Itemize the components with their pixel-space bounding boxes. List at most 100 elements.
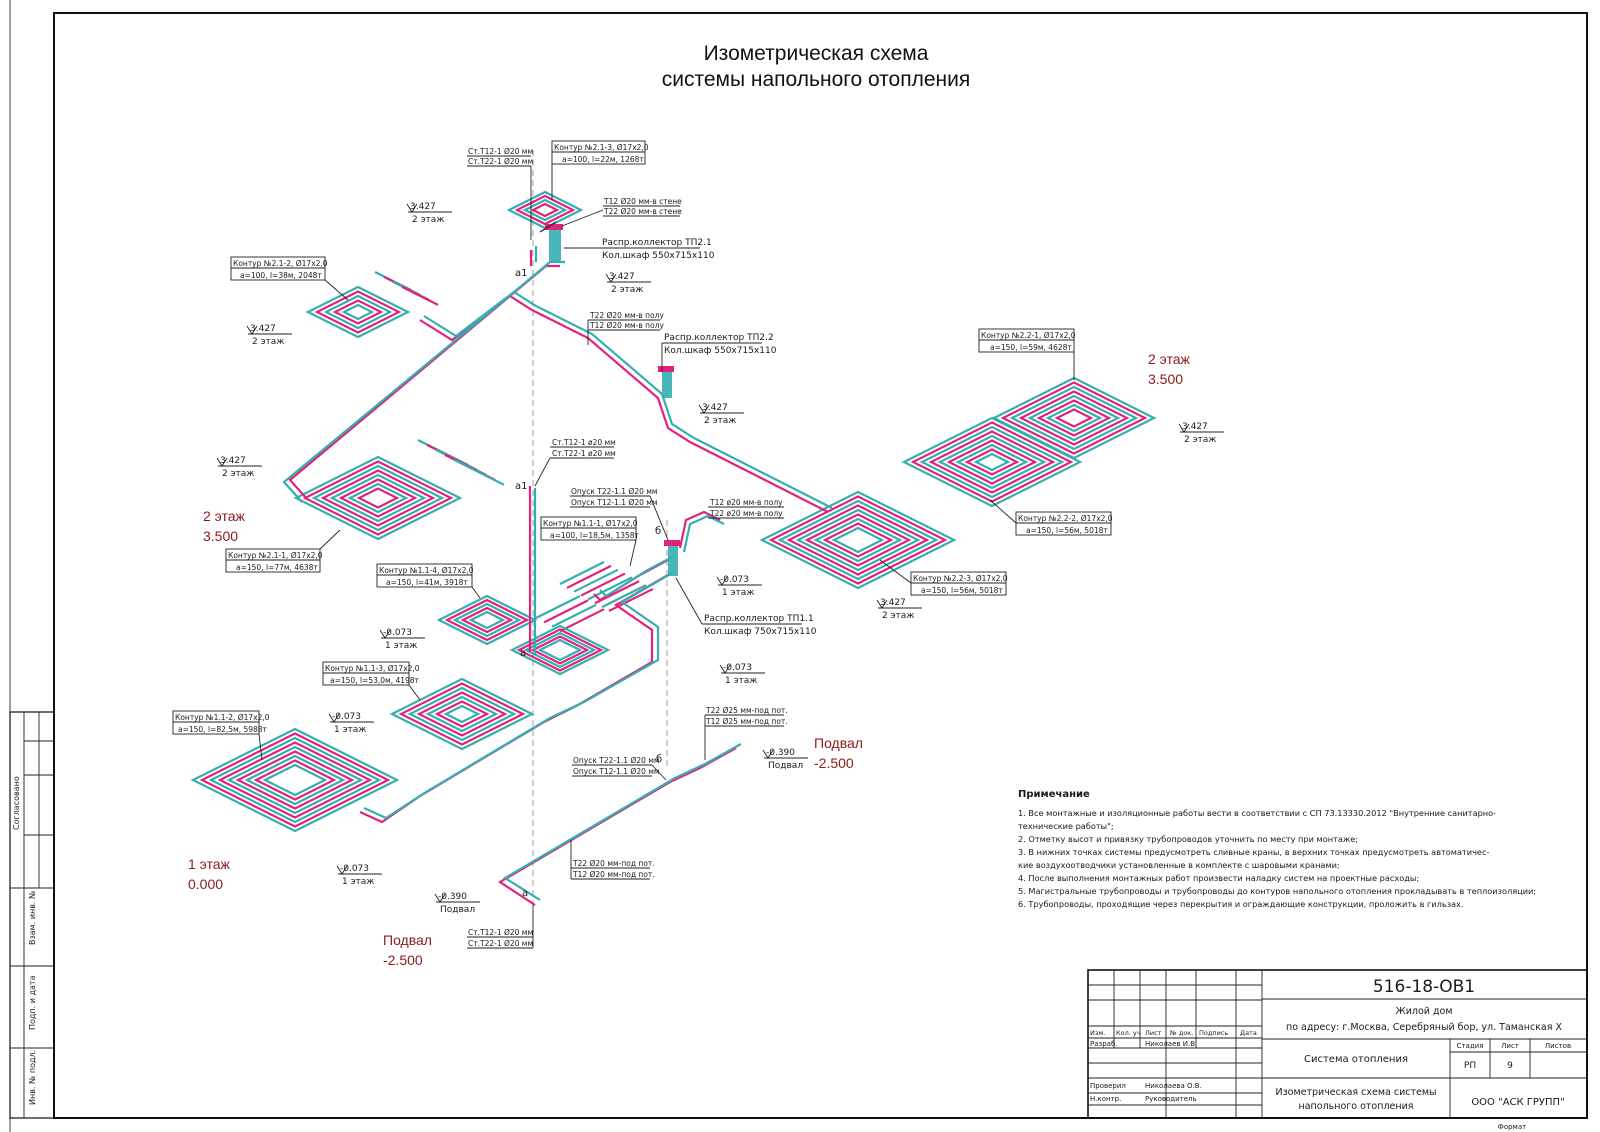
loop-1-1-4-ext	[535, 595, 605, 633]
stamp-system: Система отопления	[1304, 1054, 1408, 1065]
svg-text:-2.500: -2.500	[814, 755, 854, 771]
marker-a1-mid: а1	[515, 481, 528, 492]
svg-text:Ст.Т12-1 ø20 мм: Ст.Т12-1 ø20 мм	[552, 438, 616, 447]
svg-text:Подвал: Подвал	[383, 932, 432, 948]
svg-text:1 этаж: 1 этаж	[188, 856, 231, 872]
svg-text:a=150, l=56м, 5018т: a=150, l=56м, 5018т	[921, 586, 1003, 595]
title-line-1: Изометрическая схема	[704, 42, 929, 65]
note-line: 2. Отметку высот и привязку трубопроводо…	[1018, 834, 1358, 844]
loop-1-1-3	[389, 677, 535, 751]
svg-text:0.000: 0.000	[188, 876, 223, 892]
contour-box-1-1-4: Контур №1.1-4, Ø17х2,0 a=150, l=41м, 391…	[376, 563, 481, 599]
loop-2-2-2	[901, 416, 1083, 508]
svg-text:Ст.Т22-1 ø20 мм: Ст.Т22-1 ø20 мм	[552, 449, 616, 458]
pipe-return-lower	[363, 571, 675, 820]
stamp-h-doc: № док.	[1169, 1029, 1193, 1037]
side-stamp-agreed: Согласовано	[12, 776, 21, 830]
svg-text:Распр.коллектор ТП1.1: Распр.коллектор ТП1.1	[704, 614, 814, 624]
svg-text:2 этаж: 2 этаж	[252, 337, 284, 347]
stamp-h-count: Кол. уч	[1116, 1029, 1141, 1037]
svg-text:Т22 Ø25 мм-под пот.: Т22 Ø25 мм-под пот.	[705, 706, 788, 715]
elevation-mark-2-1-1: 3.427 2 этаж	[216, 456, 262, 479]
svg-text:1 этаж: 1 этаж	[342, 877, 374, 887]
title-line-2: системы напольного отопления	[662, 68, 971, 91]
stamp-format: Формат	[1498, 1123, 1526, 1131]
pipe-return-2-1-1	[282, 291, 515, 503]
svg-text:Т12 Ø25 мм-под пот.: Т12 Ø25 мм-под пот.	[705, 717, 788, 726]
marker-b-bottom: б	[656, 754, 662, 765]
stamp-sheet-header: Лист	[1501, 1042, 1519, 1050]
svg-text:3.427: 3.427	[250, 324, 276, 334]
contour-box-2-2-2: Контур №2.2-2, Ø17х2,0 a=150, l=56м, 501…	[989, 499, 1113, 536]
collector-label-tp2-2: Распр.коллектор ТП2.2 Кол.шкаф 550х715х1…	[661, 333, 777, 372]
stamp-checked: Проверил	[1090, 1082, 1126, 1090]
svg-text:2 этаж: 2 этаж	[1148, 351, 1191, 367]
svg-text:Контур №2.2-2, Ø17х2,0: Контур №2.2-2, Ø17х2,0	[1018, 514, 1113, 523]
svg-text:Опуск Т22-1.1 Ø20 мм: Опуск Т22-1.1 Ø20 мм	[571, 487, 658, 496]
svg-text:2 этаж: 2 этаж	[882, 611, 914, 621]
loop-1-1-1b	[509, 624, 611, 676]
loop-1-1-1	[559, 561, 654, 612]
loop-2-1-2	[305, 285, 411, 339]
stamp-drawing-1: Изометрическая схема системы	[1275, 1087, 1436, 1098]
floor-level-2-2: 2 этаж 3.500	[1148, 351, 1191, 387]
svg-text:Контур №2.2-3, Ø17х2,0: Контур №2.2-3, Ø17х2,0	[913, 574, 1008, 583]
svg-text:2 этаж: 2 этаж	[222, 469, 254, 479]
svg-text:Т22 Ø20 мм-под пот.: Т22 Ø20 мм-под пот.	[572, 859, 655, 868]
pipe-label-drop: Опуск Т22-1.1 Ø20 мм Опуск Т12-1.1 Ø20 м…	[570, 487, 669, 541]
stamp-sheets-header: Листов	[1545, 1042, 1571, 1050]
stamp-norm: Н.контр.	[1090, 1095, 1121, 1103]
pipe-label-floor-1-1: Т12 ø20 мм-в полу Т22 ø20 мм-в полу	[708, 498, 784, 519]
elevation-mark-2-1-2: 3.427 2 этаж	[246, 324, 292, 347]
svg-text:-2.500: -2.500	[383, 952, 423, 968]
side-stamp-sign: Подп. и дата	[28, 975, 37, 1030]
loop-2-1-2-ext	[374, 271, 439, 306]
collector-tp1-1	[664, 510, 725, 576]
main-pipes	[282, 246, 833, 906]
svg-text:3.427: 3.427	[609, 272, 635, 282]
svg-text:-0.073: -0.073	[383, 628, 412, 638]
svg-text:Ст.Т22-1 Ø20 мм: Ст.Т22-1 Ø20 мм	[468, 157, 533, 166]
svg-text:Опуск Т12-1.1 Ø20 мм: Опуск Т12-1.1 Ø20 мм	[571, 498, 658, 507]
svg-text:Т22 Ø20 мм-в полу: Т22 Ø20 мм-в полу	[589, 311, 664, 320]
floor-level-1: 1 этаж 0.000	[188, 856, 231, 892]
collector-label-tp2-1: Распр.коллектор ТП2.1 Кол.шкаф 550х715х1…	[564, 238, 715, 261]
svg-text:Ст.Т12-1 Ø20 мм: Ст.Т12-1 Ø20 мм	[468, 928, 533, 937]
svg-text:Подвал: Подвал	[440, 905, 475, 915]
svg-text:a=150, l=56м, 5018т: a=150, l=56м, 5018т	[1026, 526, 1108, 535]
pipe-label-st-mid: Ст.Т12-1 ø20 мм Ст.Т22-1 ø20 мм	[534, 438, 616, 487]
svg-text:Подвал: Подвал	[768, 761, 803, 771]
floor-level-basement-left: Подвал -2.500	[383, 932, 432, 968]
note-line: 5. Магистральные трубопроводы и трубопро…	[1018, 886, 1536, 896]
svg-text:1 этаж: 1 этаж	[722, 588, 754, 598]
stamp-drawing-2: напольного отопления	[1299, 1101, 1414, 1112]
svg-text:Ст.Т12-1 Ø20 мм: Ст.Т12-1 Ø20 мм	[468, 147, 533, 156]
svg-text:Опуск Т12-1.1 Ø20 мм: Опуск Т12-1.1 Ø20 мм	[573, 767, 660, 776]
svg-text:3.427: 3.427	[220, 456, 246, 466]
stamp-stage-header: Стадия	[1457, 1042, 1484, 1050]
svg-text:a=150, l=41м, 3918т: a=150, l=41м, 3918т	[386, 578, 468, 587]
note-line: 6. Трубопроводы, проходящие через перекр…	[1018, 899, 1464, 909]
svg-text:a=150, l=77м, 4638т: a=150, l=77м, 4638т	[236, 563, 318, 572]
loop-1-1-2	[190, 727, 400, 833]
svg-text:a=150, l=53,0м, 4198т: a=150, l=53,0м, 4198т	[330, 676, 420, 685]
svg-text:-0.390: -0.390	[438, 892, 467, 902]
svg-text:3.500: 3.500	[1148, 371, 1183, 387]
svg-text:Распр.коллектор ТП2.2: Распр.коллектор ТП2.2	[664, 333, 774, 343]
collector-tp2-2	[658, 366, 674, 398]
stamp-h-sheet: Лист	[1145, 1029, 1162, 1037]
notes-heading: Примечание	[1018, 789, 1090, 800]
svg-text:Т12 Ø20 мм-в полу: Т12 Ø20 мм-в полу	[589, 321, 664, 330]
